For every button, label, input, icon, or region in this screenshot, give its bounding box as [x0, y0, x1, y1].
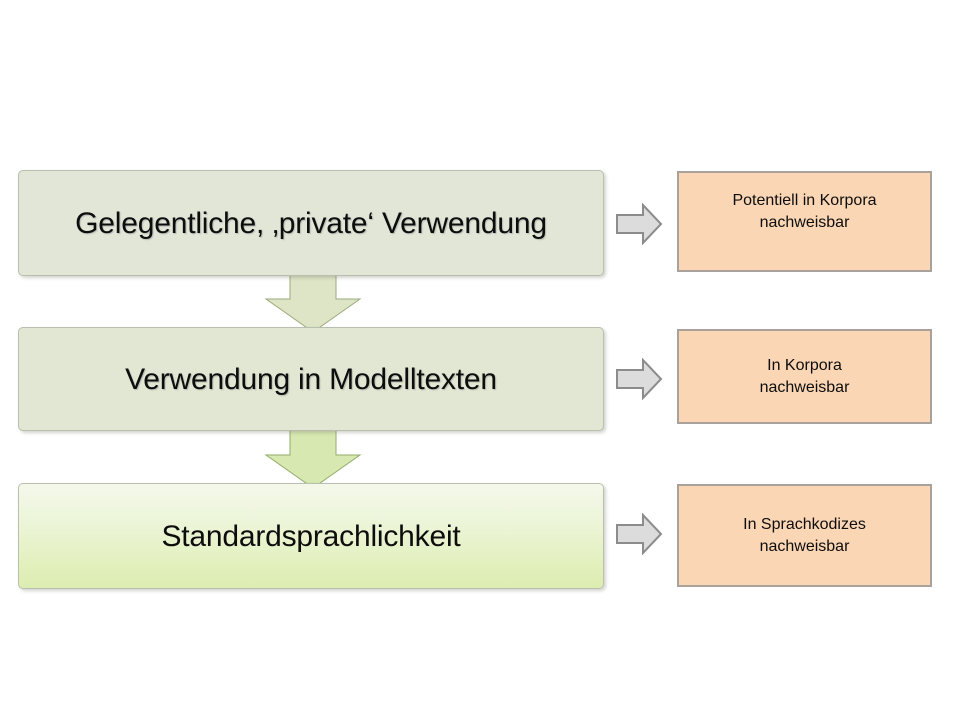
note-line-2: nachweisbar [759, 378, 850, 396]
stage-box-standardsprachlichkeit[interactable]: Standardsprachlichkeit [18, 483, 604, 589]
note-box-potentiell-in-korpora[interactable]: Potentiell in Korpora nachweisbar [677, 171, 932, 272]
stage-box-verwendung-in-modelltexten[interactable]: Verwendung in Modelltexten [18, 327, 604, 431]
note-line-1: Potentiell in Korpora [732, 192, 877, 209]
stage-label: Standardsprachlichkeit [161, 519, 461, 553]
stage-box-gelegentliche-verwendung[interactable]: Gelegentliche, ‚private‘ Verwendung [18, 170, 604, 276]
note-line-2: nachweisbar [759, 537, 850, 555]
note-line-2: nachweisbar [759, 213, 850, 231]
note-line-1: In Sprachkodizes [743, 515, 866, 533]
arrow-right-icon [616, 513, 663, 555]
stage-label: Gelegentliche, ‚private‘ Verwendung [75, 206, 547, 240]
note-box-in-sprachkodizes[interactable]: In Sprachkodizes nachweisbar [677, 484, 932, 587]
note-label: In Sprachkodizes nachweisbar [743, 514, 866, 557]
arrow-down-icon [264, 421, 362, 489]
note-label: Potentiell in Korpora nachweisbar [732, 173, 876, 233]
arrow-right-icon [616, 358, 663, 400]
stage-label: Verwendung in Modelltexten [125, 362, 497, 396]
arrow-right-icon [616, 203, 663, 245]
arrow-down-icon [264, 265, 362, 333]
note-label: In Korpora nachweisbar [760, 355, 850, 398]
note-line-1: In Korpora [767, 356, 842, 374]
note-box-in-korpora[interactable]: In Korpora nachweisbar [677, 329, 932, 424]
